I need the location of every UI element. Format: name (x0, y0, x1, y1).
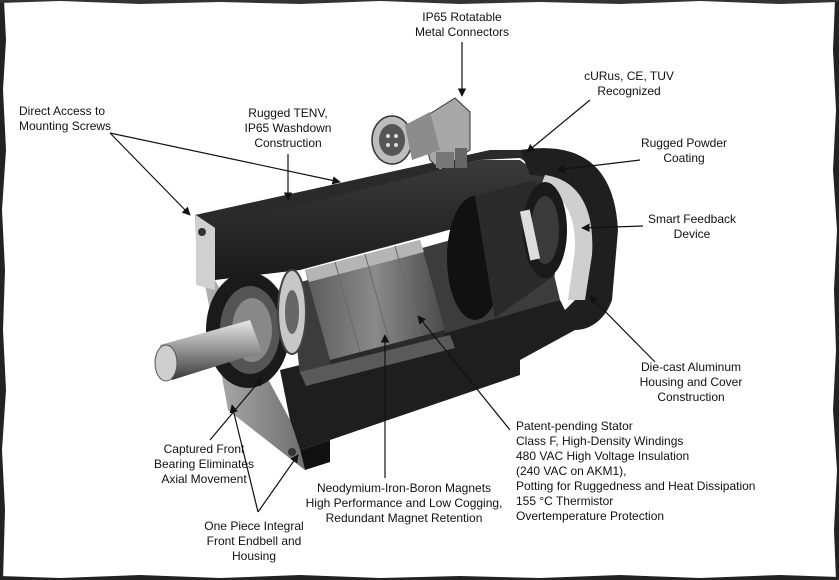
feedback-device (447, 180, 567, 320)
callout-magnets: Neodymium-Iron-Boron Magnets High Perfor… (305, 481, 503, 525)
callout-front-endbell: One Piece Integral Front Endbell and Hou… (204, 519, 304, 563)
leader-arrows (109, 42, 656, 513)
callout-certifications: cURus, CE, TUV Recognized (584, 69, 674, 98)
callout-diecast-housing: Die-cast Aluminum Housing and Cover Cons… (639, 360, 743, 404)
callout-tenv-construction: Rugged TENV, IP65 Washdown Construction (244, 106, 332, 150)
torn-edge-right (833, 0, 839, 580)
stator-windings (300, 335, 455, 386)
callout-front-bearing: Captured Front Bearing Eliminates Axial … (153, 442, 255, 486)
torn-edge-top (0, 0, 839, 4)
callout-connectors: IP65 Rotatable Metal Connectors (414, 10, 510, 39)
callout-powder-coating: Rugged Powder Coating (640, 136, 728, 165)
torn-edge-bottom (0, 575, 839, 580)
callout-mounting-screws: Direct Access to Mounting Screws (19, 104, 112, 133)
callout-stator: Patent-pending Stator Class F, High-Dens… (516, 419, 756, 523)
callout-feedback-device: Smart Feedback Device (647, 212, 737, 241)
torn-edge-left (0, 0, 6, 580)
motor-housing (195, 148, 618, 470)
metal-connectors (371, 97, 471, 171)
motor-shaft (154, 320, 262, 382)
